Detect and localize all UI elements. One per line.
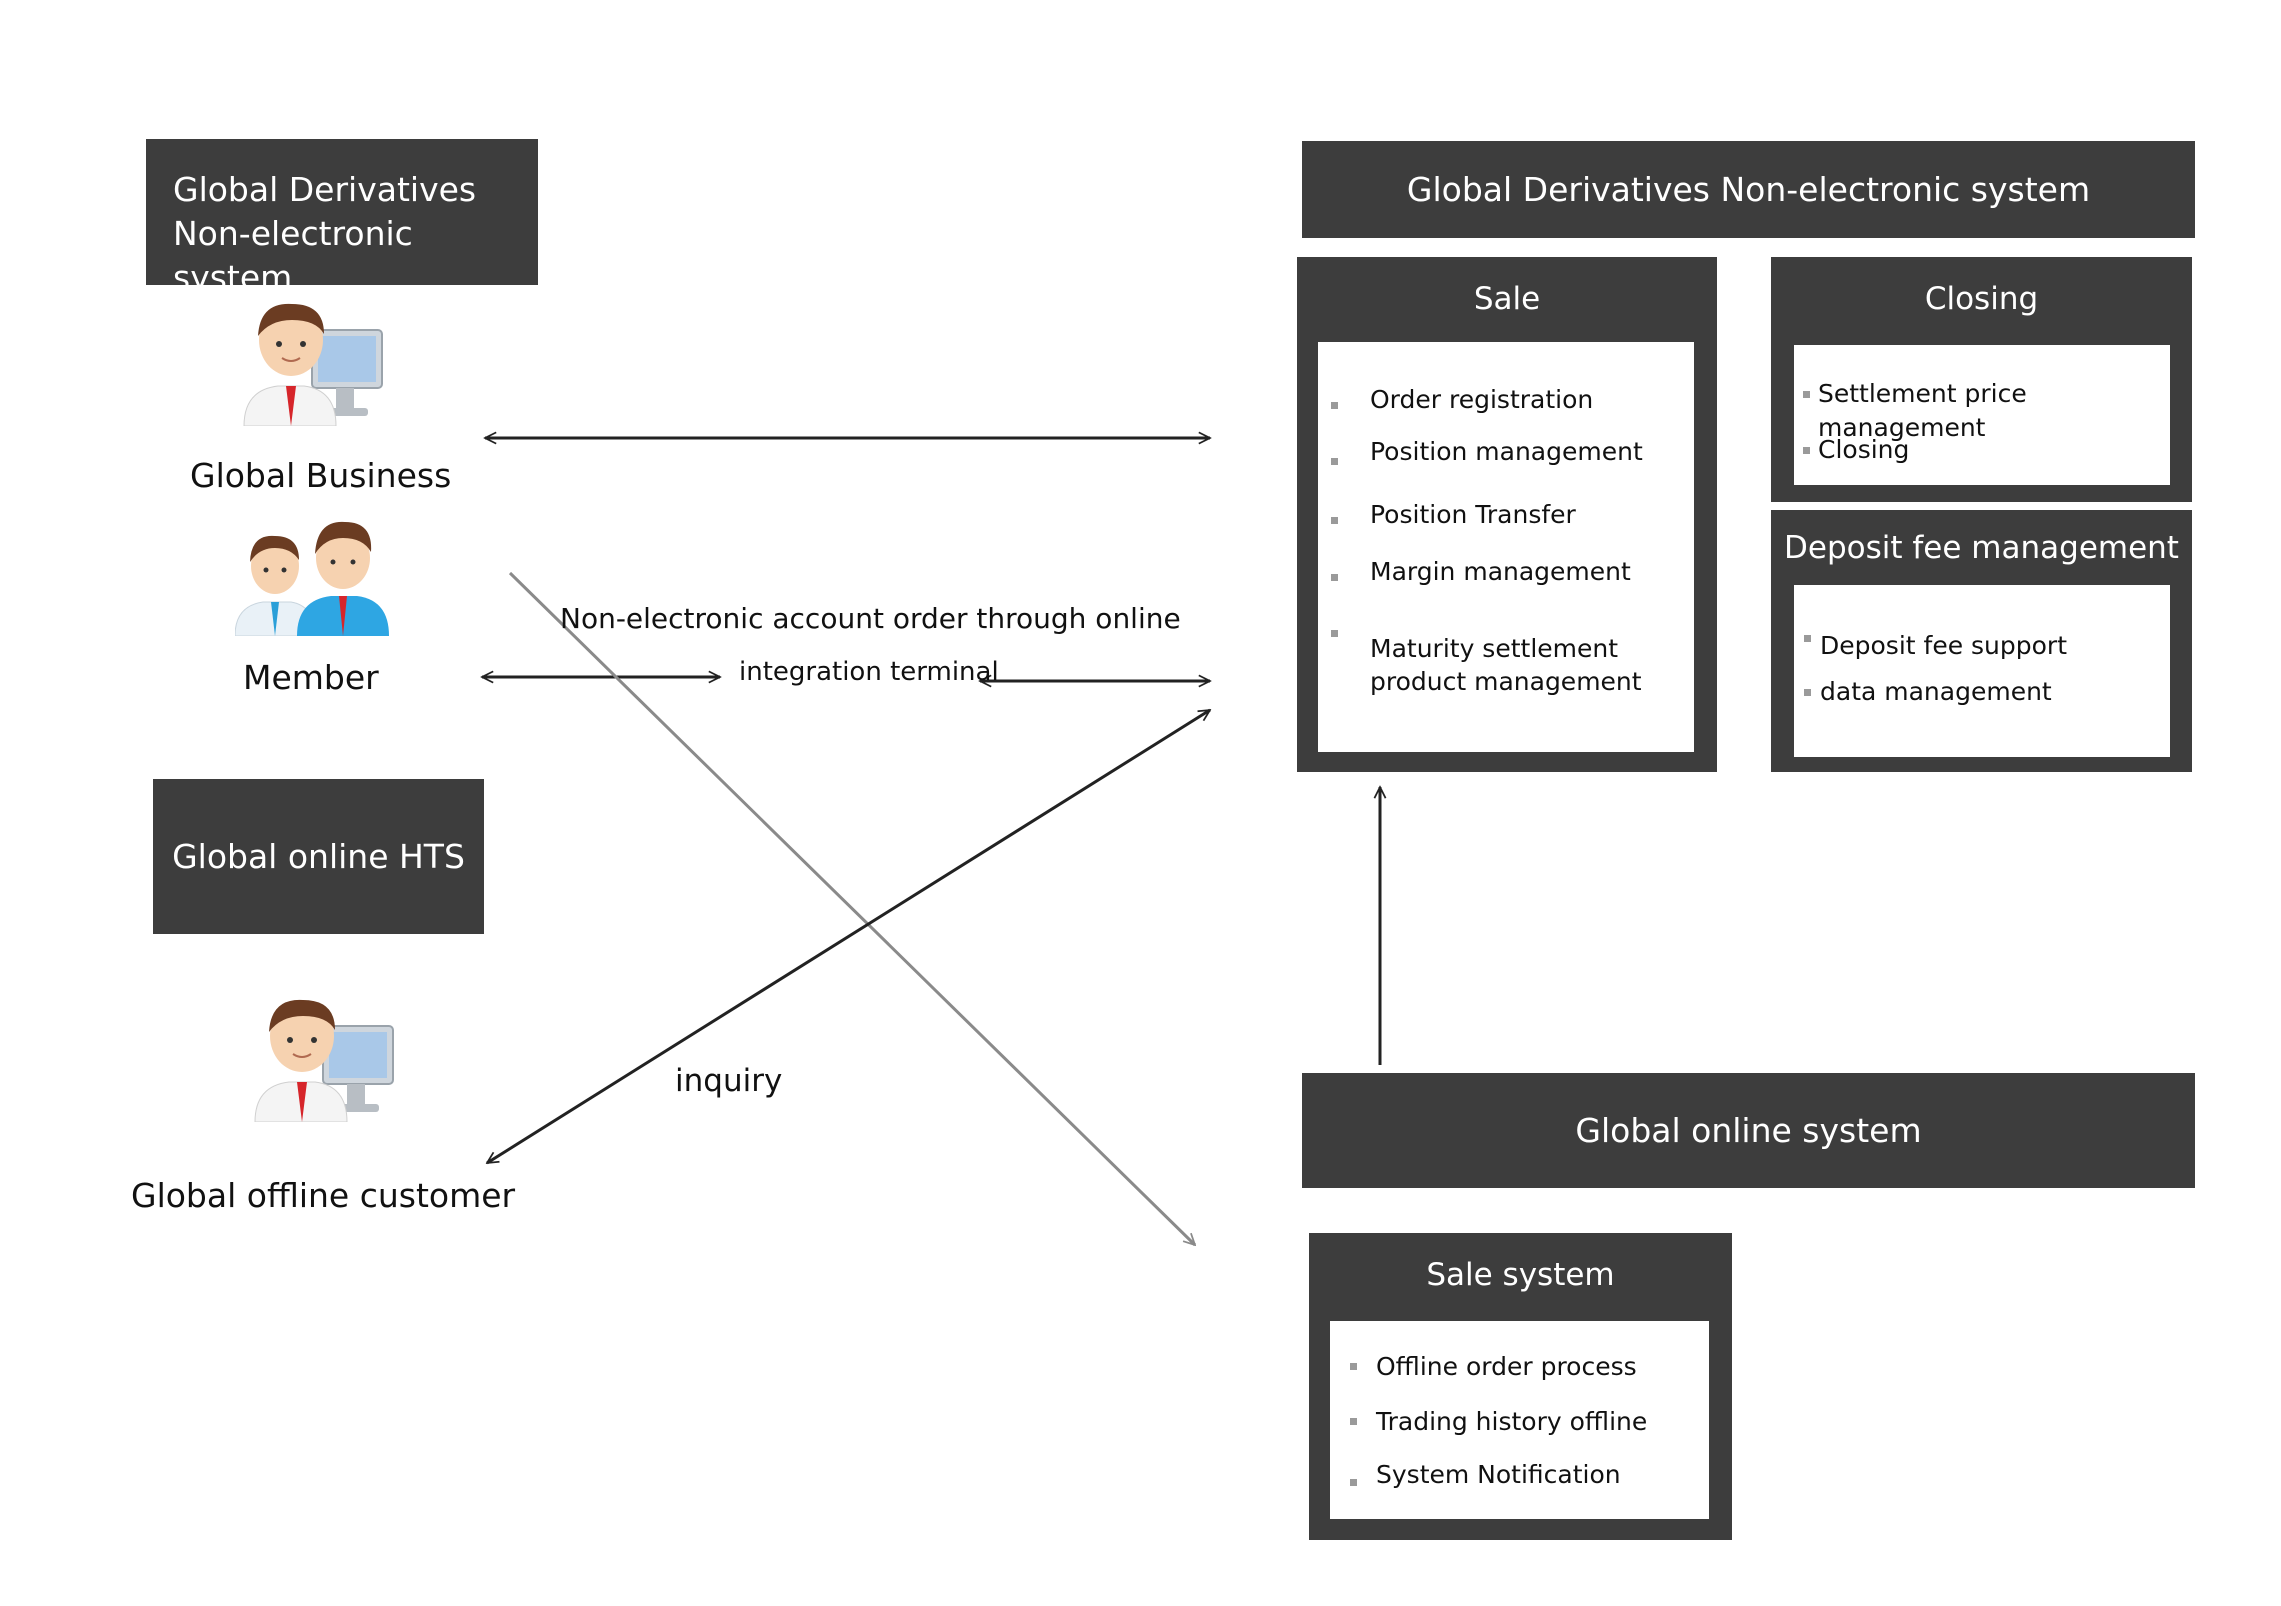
sale-system-items-box: Offline order process Trading history of… [1330, 1321, 1709, 1519]
closing-item-closing: Closing [1818, 435, 1910, 464]
closing-panel: Closing Settlement price management Clos… [1771, 257, 2192, 502]
sale-item-position-management: Position management [1370, 437, 1643, 466]
deposit-item-data-management: data management [1820, 677, 2052, 706]
bullet [1350, 1479, 1357, 1486]
global-online-system-header: Global online system [1302, 1073, 2195, 1188]
member-edge-label-line2: integration terminal [739, 657, 999, 687]
deposit-item-fee-support: Deposit fee support [1820, 631, 2068, 660]
member-label: Member [243, 658, 379, 697]
sale-item-margin-management: Margin management [1370, 557, 1631, 586]
sale-system-item-offline-order: Offline order process [1376, 1352, 1637, 1381]
bullet [1803, 447, 1810, 454]
bullet [1331, 458, 1338, 465]
global-online-hts-text: Global online HTS [172, 837, 465, 876]
sale-system-item-trading-history: Trading history offline [1376, 1407, 1648, 1436]
member-edge-label-line1: Non-electronic account order through onl… [560, 602, 1181, 635]
bullet [1804, 689, 1811, 696]
sale-item-product-management: product management [1370, 667, 1642, 696]
header-line-2: Non-electronic system [173, 214, 413, 297]
sale-system-item-notification: System Notification [1376, 1460, 1621, 1489]
global-business-label: Global Business [190, 456, 452, 495]
sale-title: Sale [1473, 281, 1541, 317]
closing-items-box: Settlement price management Closing [1794, 345, 2170, 485]
closing-item-settlement-price: Settlement price management [1818, 379, 2027, 442]
bullet [1331, 574, 1338, 581]
sale-panel: Sale Order registration Position managem… [1297, 257, 1717, 772]
inquiry-label: inquiry [675, 1063, 783, 1099]
global-derivatives-nonelectronic-header-right: Global Derivatives Non-electronic system [1302, 141, 2195, 238]
sale-system-title: Sale system [1426, 1257, 1615, 1293]
global-online-hts-header: Global online HTS [153, 779, 484, 934]
bullet [1350, 1363, 1357, 1370]
global-offline-customer-label: Global offline customer [131, 1176, 516, 1215]
bullet [1331, 402, 1338, 409]
sale-item-maturity-settlement: Maturity settlement [1370, 634, 1619, 663]
sale-item-order-registration: Order registration [1370, 385, 1594, 414]
nonelectronic-system-header-text: Global Derivatives Non-electronic system [1406, 170, 2091, 209]
sale-system-panel: Sale system Offline order process Tradin… [1309, 1233, 1732, 1540]
businessman-computer-icon [243, 303, 383, 426]
bullet [1350, 1418, 1357, 1425]
global-derivatives-nonelectronic-header-left: Global Derivatives Non-electronic system [146, 139, 538, 297]
deposit-fee-title: Deposit fee management [1784, 530, 2179, 566]
two-members-icon [235, 521, 389, 636]
global-online-system-text: Global online system [1575, 1111, 1922, 1150]
header-line-1: Global Derivatives [173, 170, 477, 209]
deposit-items-box: Deposit fee support data management [1794, 585, 2170, 757]
arrow-inquiry [487, 708, 1210, 1165]
bullet [1804, 635, 1811, 642]
sale-items-box: Order registration Position management P… [1318, 342, 1694, 752]
bullet [1331, 517, 1338, 524]
deposit-fee-panel: Deposit fee management Deposit fee suppo… [1771, 510, 2192, 772]
closing-title: Closing [1924, 281, 2039, 317]
bullet [1331, 630, 1338, 637]
sale-item-position-transfer: Position Transfer [1370, 500, 1576, 529]
customer-computer-icon [254, 999, 394, 1122]
bullet [1803, 391, 1810, 398]
